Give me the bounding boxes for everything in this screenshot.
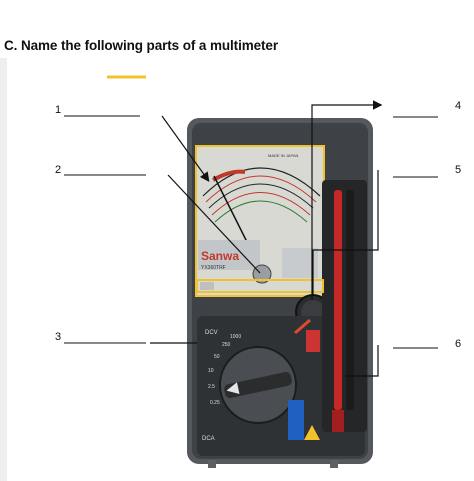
made-in-text: MADE IN JAPAN (268, 153, 298, 158)
svg-text:1000: 1000 (230, 334, 241, 340)
pointer-1 (161, 115, 210, 182)
probe-holder (322, 180, 367, 432)
model-text: YX360TRF (201, 265, 226, 271)
label-number-6: 6 (455, 338, 461, 350)
pointer-2 (167, 174, 261, 274)
red-test-lead (334, 190, 342, 410)
brand-text: Sanwa (201, 249, 239, 263)
label-number-3: 3 (55, 331, 61, 343)
red-range-marking (306, 330, 320, 352)
svg-text:50: 50 (214, 354, 220, 360)
left-margin-bar (0, 58, 7, 481)
label-number-4: 4 (455, 100, 461, 112)
blue-range-marking (288, 400, 304, 440)
pointer-6 (345, 345, 379, 377)
label-number-2: 2 (55, 164, 61, 176)
svg-text:2.5: 2.5 (208, 384, 215, 390)
worksheet-title: C. Name the following parts of a multime… (4, 38, 278, 53)
svg-text:0.25: 0.25 (210, 400, 220, 406)
label-number-5: 5 (455, 164, 461, 176)
svg-text:250: 250 (222, 342, 231, 348)
pointer-5 (312, 170, 379, 295)
label-number-1: 1 (55, 104, 61, 116)
svg-text:DCA: DCA (202, 436, 215, 442)
svg-text:DCV: DCV (205, 330, 218, 336)
svg-text:10: 10 (208, 368, 214, 374)
black-test-lead (346, 190, 354, 410)
pointer-4 (311, 100, 383, 300)
